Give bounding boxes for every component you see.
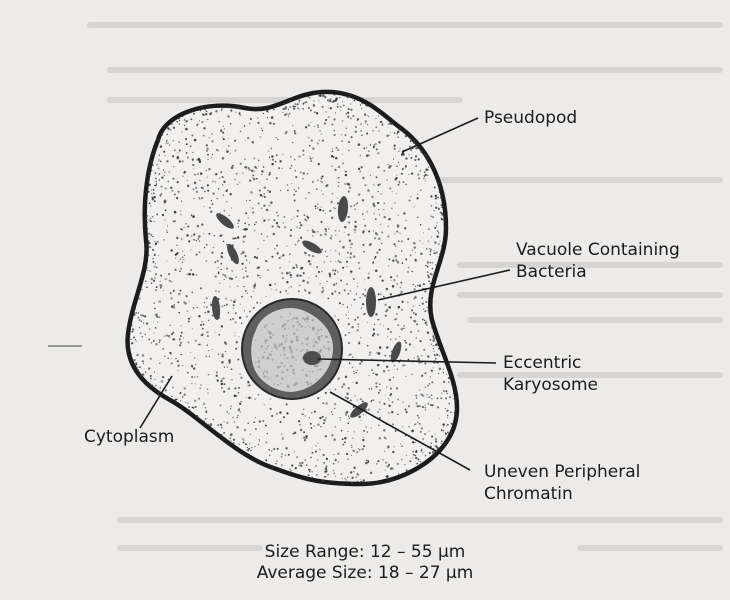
label-vacuole-line2: Bacteria xyxy=(516,262,587,283)
label-vacuole-line1: Vacuole Containing xyxy=(516,240,680,261)
label-chromatin-line1: Uneven Peripheral xyxy=(484,462,640,483)
vacuole xyxy=(366,287,376,317)
caption-size-range: Size Range: 12 – 55 µm xyxy=(0,542,730,562)
label-pseudopod: Pseudopod xyxy=(484,108,577,129)
leader-pseudopod xyxy=(402,118,478,152)
karyosome xyxy=(303,351,321,365)
label-cytoplasm: Cytoplasm xyxy=(84,427,174,448)
label-karyosome-line2: Karyosome xyxy=(503,375,598,396)
caption-average-size: Average Size: 18 – 27 µm xyxy=(0,563,730,583)
nucleus xyxy=(242,299,342,399)
cell-membrane xyxy=(128,92,457,484)
label-chromatin-line2: Chromatin xyxy=(484,484,573,505)
label-karyosome-line1: Eccentric xyxy=(503,353,581,374)
